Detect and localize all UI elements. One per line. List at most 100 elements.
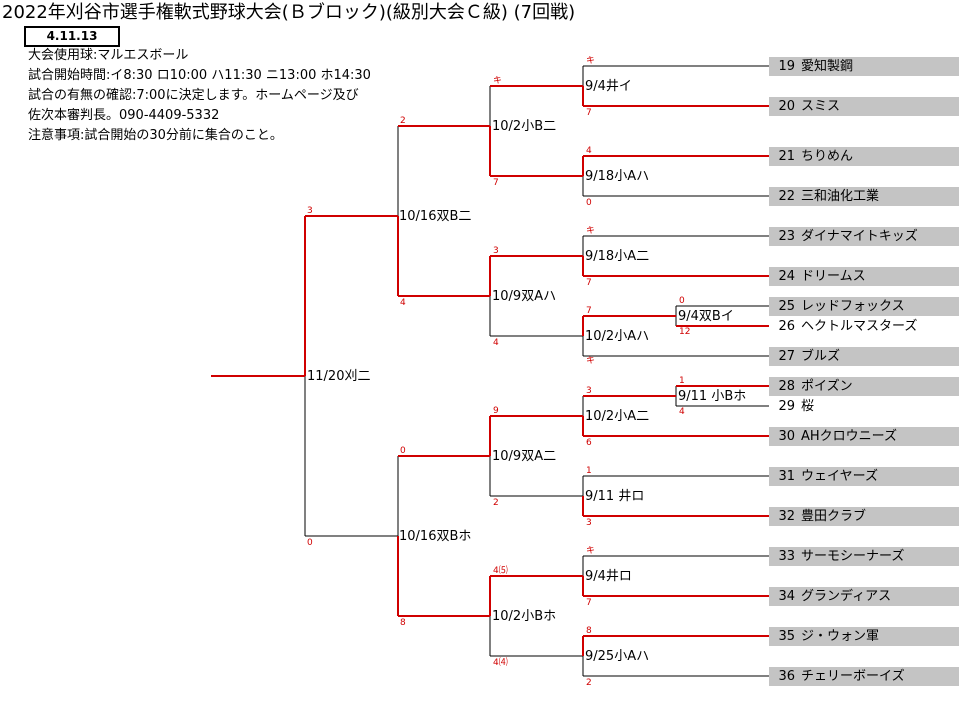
team-name: ダイナマイトキッズ <box>801 229 918 244</box>
team-name: ブルズ <box>801 349 841 364</box>
team-row: 29 桜 <box>769 397 959 416</box>
team-name: レッドフォックス <box>801 299 905 314</box>
team-row: 28 ポイズン <box>769 377 959 396</box>
team-number: 31 <box>778 469 795 484</box>
team-number: 28 <box>778 379 795 394</box>
match-label: 10/16双Bホ <box>399 529 472 544</box>
match-label: 11/20刈二 <box>307 369 371 384</box>
team-name: サーモシーナーズ <box>801 549 905 564</box>
team-row: 31 ウェイヤーズ <box>769 467 959 486</box>
score: 2 <box>493 498 499 508</box>
team-number: 32 <box>778 509 795 524</box>
team-row: 24 ドリームス <box>769 267 959 286</box>
score: 4 <box>400 298 406 308</box>
score: キ <box>586 56 596 66</box>
match-label: 9/11 井ロ <box>585 489 645 504</box>
score: 0 <box>307 538 313 548</box>
team-name: 豊田クラブ <box>801 509 867 524</box>
score: 4 <box>493 338 499 348</box>
team-row: 25 レッドフォックス <box>769 297 959 316</box>
team-number: 29 <box>778 399 795 414</box>
team-number: 30 <box>778 429 795 444</box>
score: 3 <box>586 386 592 396</box>
team-row: 22 三和油化工業 <box>769 187 959 206</box>
score: キ <box>586 226 596 236</box>
team-number: 19 <box>778 59 795 74</box>
score: 3 <box>586 518 592 528</box>
match-label: 10/2小Aハ <box>585 329 650 344</box>
page-title: 2022年刈谷市選手権軟式野球大会(Ｂブロック)(級別大会Ｃ級) (7回戦) <box>2 2 576 23</box>
score: 7 <box>586 108 592 118</box>
team-row: 27 ブルズ <box>769 347 959 366</box>
team-row: 35 ジ・ウォン軍 <box>769 627 959 646</box>
score: 7 <box>586 278 592 288</box>
team-number: 24 <box>778 269 795 284</box>
team-row: 21 ちりめん <box>769 147 959 166</box>
match-label: 9/4双Bイ <box>678 309 734 324</box>
score: 9 <box>493 406 499 416</box>
date-box: 4.11.13 <box>24 26 120 47</box>
team-number: 33 <box>778 549 795 564</box>
score: 0 <box>400 446 406 456</box>
team-name: 愛知製鋼 <box>801 59 854 74</box>
match-label: 9/18小A二 <box>585 249 650 264</box>
score: 7 <box>586 306 592 316</box>
score: 3 <box>493 246 499 256</box>
team-number: 27 <box>778 349 795 364</box>
info-line-confirmation: 試合の有無の確認:7:00に決定します。ホームページ及び <box>28 88 359 103</box>
score: 0 <box>679 296 685 306</box>
match-label: 10/2小A二 <box>585 409 650 424</box>
team-name: ジ・ウォン軍 <box>801 629 880 644</box>
score: 8 <box>586 626 592 636</box>
team-name: スミス <box>801 99 841 114</box>
match-label: 10/9双A二 <box>492 449 557 464</box>
team-name: グランディアス <box>801 589 892 604</box>
match-label: 9/18小Aハ <box>585 169 650 184</box>
team-name: ヘクトルマスターズ <box>801 319 918 334</box>
team-number: 34 <box>778 589 795 604</box>
score: 1 <box>586 466 592 476</box>
team-name: 桜 <box>801 399 815 414</box>
team-number: 35 <box>778 629 795 644</box>
score: 8 <box>400 618 406 628</box>
info-line-referee: 佐次本審判長。090-4409-5332 <box>28 108 220 123</box>
team-row: 32 豊田クラブ <box>769 507 959 526</box>
score: キ <box>586 546 596 556</box>
team-name: AHクロウニーズ <box>801 429 898 444</box>
score: 4⑸ <box>493 566 508 576</box>
score: キ <box>586 356 596 366</box>
team-name: ウェイヤーズ <box>801 469 878 484</box>
score: 4 <box>679 407 685 417</box>
team-row: 34 グランディアス <box>769 587 959 606</box>
score: 4⑷ <box>493 658 508 668</box>
match-label: 9/4井ロ <box>585 569 632 584</box>
team-number: 22 <box>778 189 795 204</box>
team-name: ポイズン <box>801 379 853 394</box>
match-label: 10/2小Bホ <box>492 609 557 624</box>
score: 2 <box>400 116 406 126</box>
match-label: 10/2小B二 <box>492 119 557 134</box>
score: 6 <box>586 438 592 448</box>
team-name: チェリーボーイズ <box>801 669 905 684</box>
score: 12 <box>679 327 691 337</box>
score: 1 <box>679 376 685 386</box>
match-label: 9/25小Aハ <box>585 649 650 664</box>
team-name: ちりめん <box>801 149 854 164</box>
match-label: 10/16双B二 <box>399 209 472 224</box>
score: 3 <box>307 206 313 216</box>
team-name: ドリームス <box>801 269 866 284</box>
team-row: 30 AHクロウニーズ <box>769 427 959 446</box>
team-number: 25 <box>778 299 795 314</box>
score: 0 <box>586 198 592 208</box>
team-name: 三和油化工業 <box>801 189 880 204</box>
score: 7 <box>493 178 499 188</box>
team-number: 21 <box>778 149 795 164</box>
score: 7 <box>586 598 592 608</box>
match-label: 9/11 小Bホ <box>678 389 747 404</box>
info-line-notes: 注意事項:試合開始の30分前に集合のこと。 <box>28 128 283 143</box>
